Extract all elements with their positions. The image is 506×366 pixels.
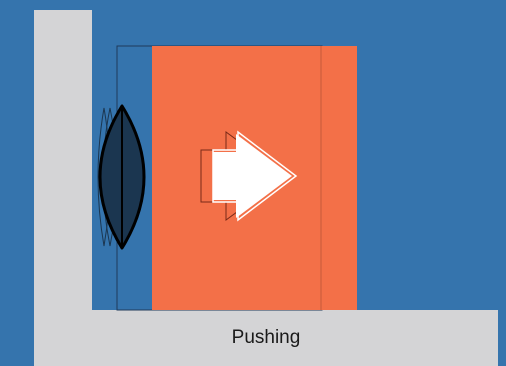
right-arrow-icon	[200, 130, 298, 222]
wall-floor	[34, 310, 498, 366]
wall-vertical	[34, 10, 92, 310]
lens-cell-icon	[98, 104, 146, 250]
diagram-caption: Pushing	[231, 327, 301, 348]
